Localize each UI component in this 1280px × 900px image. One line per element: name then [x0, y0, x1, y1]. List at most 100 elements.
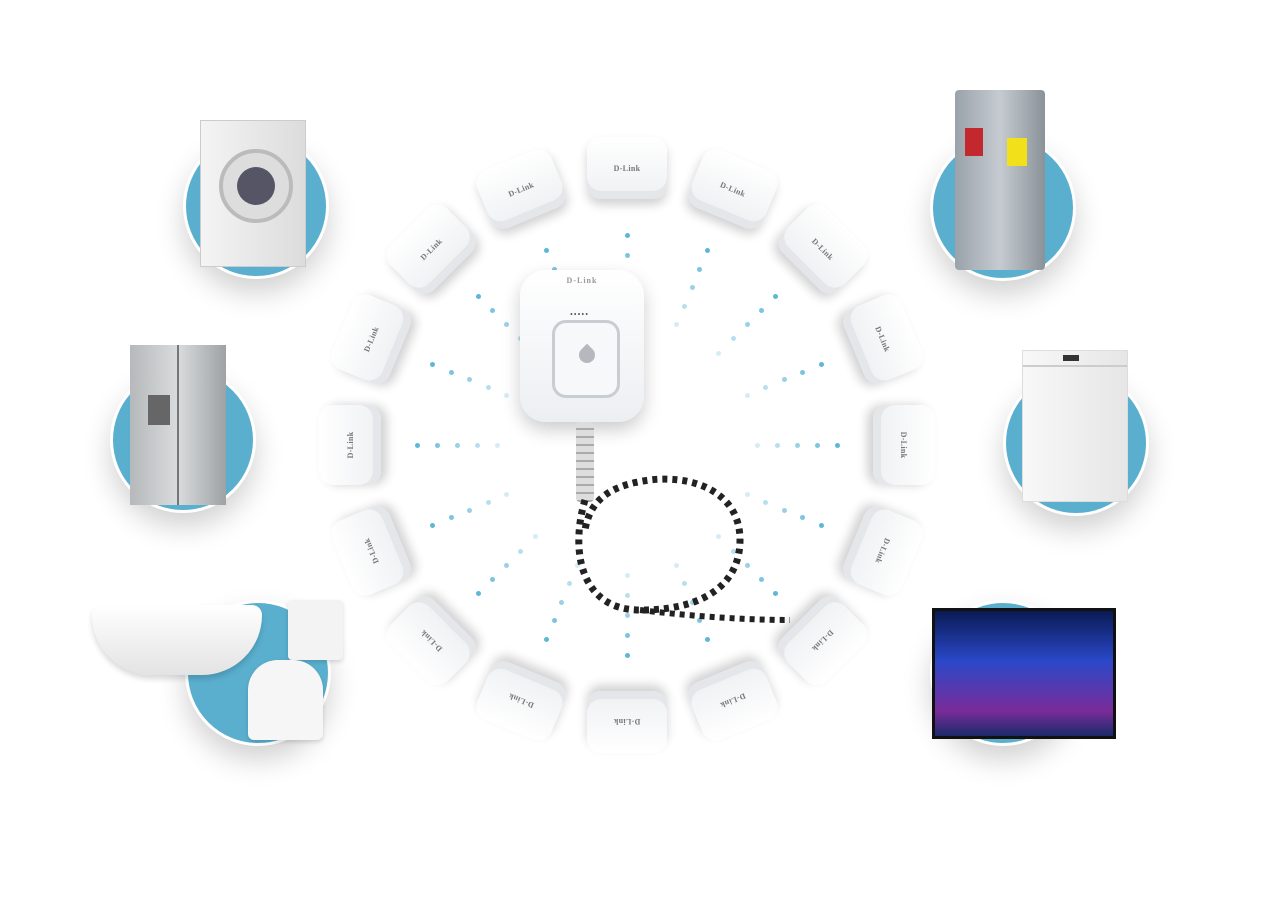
signal-dot — [574, 562, 580, 568]
signal-dot — [681, 581, 687, 587]
signal-dot — [716, 534, 722, 540]
sensor-brand: D-Link — [873, 324, 893, 354]
signal-dot — [758, 576, 764, 582]
signal-dot — [772, 590, 778, 596]
sensor-brand: D-Link — [506, 179, 536, 199]
water-sensor: D-Link — [684, 145, 782, 234]
sensor-brand: D-Link — [361, 536, 381, 566]
signal-dot — [551, 266, 557, 272]
sensor-brand: D-Link — [613, 717, 641, 727]
signal-dot — [624, 232, 630, 238]
signal-dot — [800, 515, 806, 521]
aquarium-icon — [932, 608, 1116, 739]
signal-dot — [744, 392, 750, 398]
signal-dot — [414, 442, 420, 448]
signal-dot — [467, 507, 473, 513]
signal-dot — [744, 562, 750, 568]
signal-dot — [559, 599, 565, 605]
signal-dot — [758, 308, 764, 314]
signal-dot — [754, 442, 760, 448]
signal-dot — [504, 392, 510, 398]
signal-dot — [818, 362, 824, 368]
signal-dot — [518, 548, 524, 554]
washing-machine-icon — [200, 120, 306, 267]
signal-dot — [476, 294, 481, 299]
signal-dot — [624, 252, 630, 258]
signal-dot — [485, 385, 491, 391]
signal-dot — [430, 522, 436, 528]
sensor-brand: D-Link — [873, 536, 893, 566]
signal-dot — [794, 442, 800, 448]
water-sensor: D-Link — [838, 502, 927, 600]
sensor-brand: D-Link — [361, 324, 381, 354]
water-sensor: D-Link — [684, 656, 782, 745]
signal-dot — [834, 442, 840, 448]
sensor-brand: D-Link — [506, 691, 536, 711]
water-drop-icon — [575, 343, 599, 367]
signal-dot — [730, 548, 736, 554]
signal-dot — [774, 442, 780, 448]
water-sensor: D-Link — [587, 137, 667, 199]
water-heater-icon — [955, 90, 1045, 270]
signal-dot — [689, 285, 695, 291]
water-sensor: D-Link — [380, 198, 482, 300]
signal-dot — [485, 499, 491, 505]
signal-dot — [494, 442, 500, 448]
signal-dot — [772, 294, 778, 299]
signal-dot — [781, 377, 787, 383]
water-sensor: D-Link — [380, 590, 482, 692]
water-sensor: D-Link — [327, 290, 416, 388]
signal-dot — [624, 592, 630, 598]
signal-dot — [544, 636, 550, 642]
sensor-brand: D-Link — [810, 628, 836, 654]
signal-dot — [624, 632, 630, 638]
hub-button — [552, 320, 620, 398]
signal-dot — [689, 599, 695, 605]
refrigerator-icon — [130, 345, 226, 505]
signal-dot — [490, 308, 496, 314]
dishwasher-icon — [1022, 350, 1128, 502]
sensor-brand: D-Link — [418, 628, 444, 654]
signal-dot — [814, 442, 820, 448]
signal-dot — [624, 652, 630, 658]
sensor-brand: D-Link — [345, 431, 355, 459]
water-sensor: D-Link — [838, 290, 927, 388]
hub-brand: D-Link — [566, 276, 598, 285]
signal-dot — [704, 248, 710, 254]
signal-dot — [818, 522, 824, 528]
signal-dot — [490, 576, 496, 582]
signal-dot — [763, 499, 769, 505]
signal-dot — [716, 350, 722, 356]
hub-status-leds: ••••• — [570, 310, 590, 319]
sensor-brand: D-Link — [810, 236, 836, 262]
water-sensor: D-Link — [472, 656, 570, 745]
signal-dot — [430, 362, 436, 368]
bathtub-icon — [92, 605, 262, 675]
signal-dot — [504, 562, 510, 568]
signal-dot — [551, 618, 557, 624]
signal-dot — [697, 618, 703, 624]
signal-dot — [544, 248, 550, 254]
signal-dot — [781, 507, 787, 513]
sensor-brand: D-Link — [718, 179, 748, 199]
water-sensor: D-Link — [319, 405, 381, 485]
sensor-brand: D-Link — [418, 236, 444, 262]
signal-dot — [744, 492, 750, 498]
signal-dot — [800, 369, 806, 375]
water-leak-hub: D-Link ••••• — [520, 270, 644, 422]
water-sensor: D-Link — [327, 502, 416, 600]
signal-dot — [454, 442, 460, 448]
signal-dot — [730, 336, 736, 342]
signal-dot — [624, 612, 630, 618]
signal-dot — [434, 442, 440, 448]
water-sensor: D-Link — [873, 405, 935, 485]
signal-dot — [697, 266, 703, 272]
sensor-brand: D-Link — [718, 691, 748, 711]
signal-dot — [474, 442, 480, 448]
signal-dot — [448, 369, 454, 375]
water-sensor: D-Link — [587, 691, 667, 753]
signal-dot — [448, 515, 454, 521]
signal-dot — [744, 322, 750, 328]
signal-dot — [624, 572, 630, 578]
